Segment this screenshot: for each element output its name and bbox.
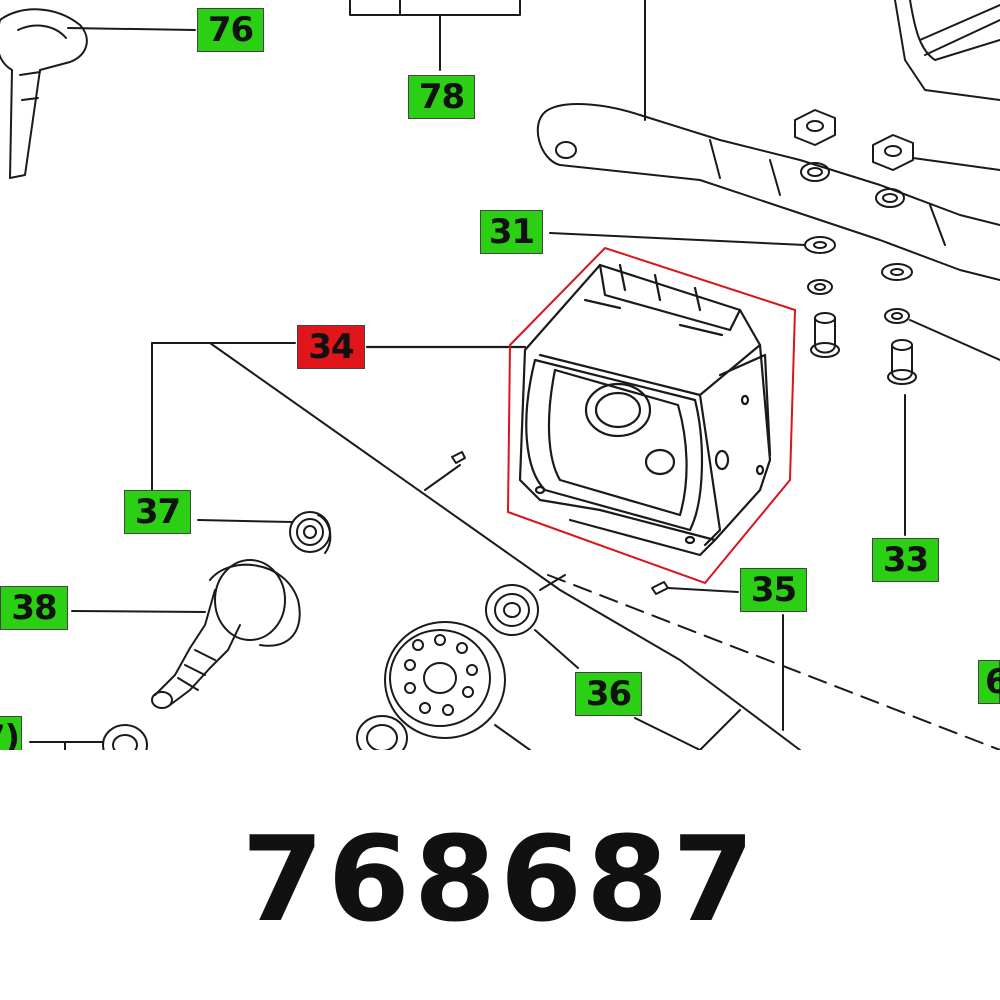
part-shaft-38: [71, 559, 301, 709]
part-fan-disc: [384, 621, 531, 750]
callout-38[interactable]: 38: [0, 586, 68, 630]
part-housing-34: [365, 263, 772, 557]
part-square-nuts: [794, 109, 1000, 171]
part-bearing-37: [197, 511, 332, 554]
parts-drawing: [0, 0, 1000, 750]
part-frame-top-right: [894, 0, 1000, 101]
part-number: 768687: [241, 810, 759, 948]
callout-36[interactable]: 36: [575, 672, 642, 716]
part-rivets-33: [810, 312, 917, 536]
callout-37[interactable]: 37: [124, 490, 191, 534]
part-bracket-78: [349, 0, 521, 71]
callout-cut-left[interactable]: 7): [0, 716, 22, 750]
callout-33[interactable]: 33: [872, 538, 939, 582]
exploded-parts-diagram: 76 78 31 34 37 33 35 38 36 7) 6: [0, 0, 1000, 750]
part-washers-31: [549, 232, 1000, 361]
part-rail: [536, 0, 1000, 281]
part-small-bearing: [29, 715, 408, 750]
part-pin-35: [451, 451, 784, 731]
callout-cut-right[interactable]: 6: [978, 660, 1000, 704]
part-bearing-36: [485, 584, 701, 750]
selection-outline-34: [506, 246, 797, 585]
part-plate: [151, 342, 1000, 750]
callout-31[interactable]: 31: [480, 210, 543, 254]
callout-78[interactable]: 78: [408, 75, 475, 119]
callout-34[interactable]: 34: [297, 325, 365, 369]
part-handle-76: [0, 8, 196, 179]
callout-35[interactable]: 35: [740, 568, 807, 612]
callout-76[interactable]: 76: [197, 8, 264, 52]
